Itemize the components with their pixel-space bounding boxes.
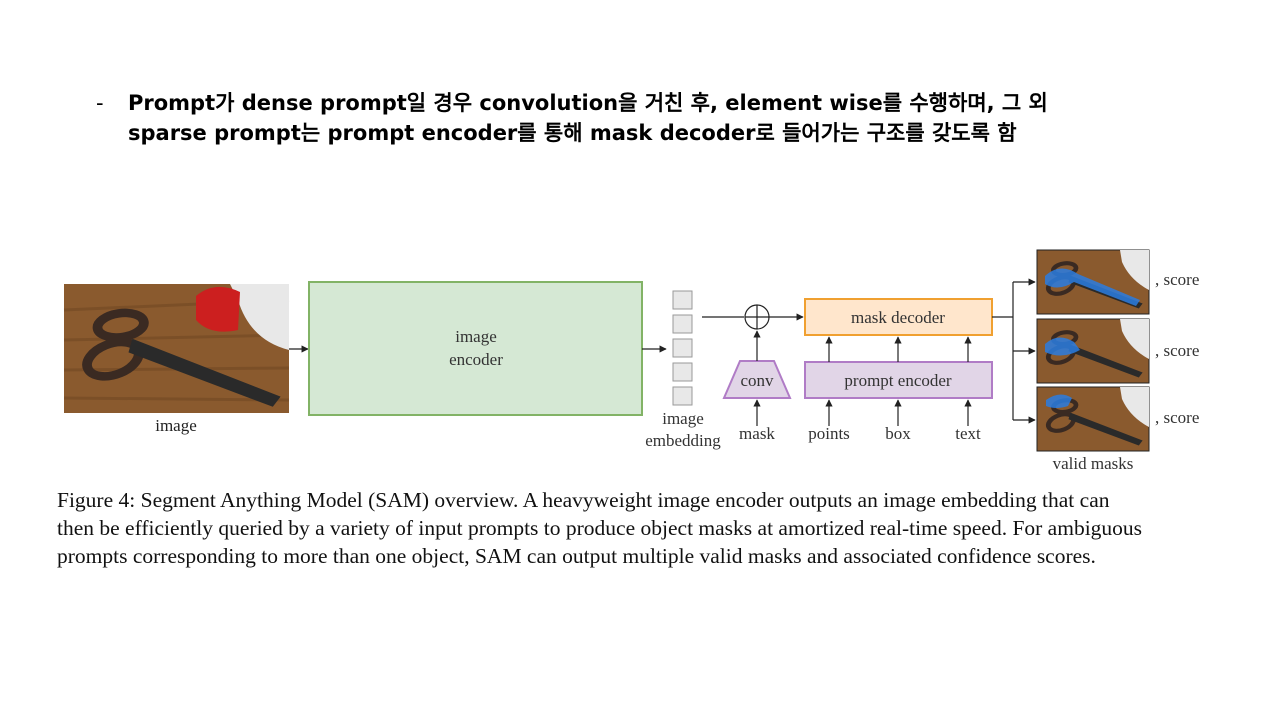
bullet-marker: - [96, 91, 104, 115]
input-image [63, 284, 290, 413]
image-encoder-box [308, 281, 643, 416]
output-mask-2 [1036, 318, 1150, 384]
embedding-stack [672, 290, 693, 406]
input-text-label: text [955, 424, 981, 443]
caption-line-1: Figure 4: Segment Anything Model (SAM) o… [57, 488, 1110, 512]
output-mask-1 [1036, 249, 1150, 315]
figure-caption: Figure 4: Segment Anything Model (SAM) o… [57, 486, 1227, 570]
conv-label: conv [740, 371, 774, 390]
image-encoder-label-2: encoder [449, 350, 503, 369]
mask-decoder-box [804, 298, 993, 336]
image-label: image [155, 416, 197, 435]
embedding-label-1: image [662, 409, 704, 428]
valid-masks-label: valid masks [1053, 454, 1134, 473]
caption-line-3: prompts corresponding to more than one o… [57, 544, 1096, 568]
score-label-3: , score [1155, 408, 1199, 427]
bullet-line-2: sparse prompt는 prompt encoder를 통해 mask d… [128, 121, 1017, 145]
embedding-label-2: embedding [645, 431, 721, 450]
mask-decoder-label: mask decoder [851, 308, 945, 327]
prompt-encoder-box [804, 361, 993, 399]
conv-box [722, 360, 792, 399]
caption-line-2: then be efficiently queried by a variety… [57, 516, 1143, 540]
input-points-label: points [808, 424, 850, 443]
score-label-1: , score [1155, 270, 1199, 289]
output-mask-3 [1036, 386, 1150, 452]
image-encoder-label-1: image [455, 327, 497, 346]
input-box-label: box [885, 424, 911, 443]
prompt-encoder-label: prompt encoder [844, 371, 951, 390]
bullet-line-1: Prompt가 dense prompt일 경우 convolution을 거친… [128, 91, 1048, 115]
score-label-2: , score [1155, 341, 1199, 360]
input-mask-label: mask [739, 424, 775, 443]
sam-diagram: image image encoder image embedding conv… [63, 249, 1199, 473]
